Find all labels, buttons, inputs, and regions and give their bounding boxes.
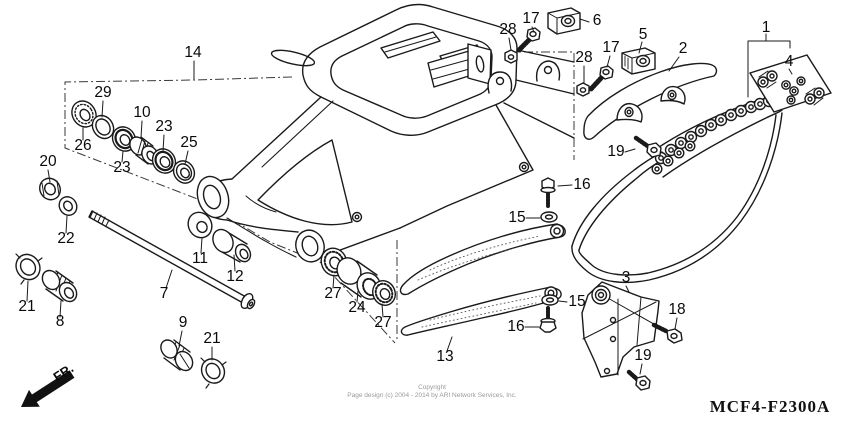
callout-21b[interactable]: 21 [203, 330, 220, 347]
seal-29 [91, 114, 115, 140]
callout-11[interactable]: 11 [192, 250, 208, 267]
washer-22 [58, 196, 78, 216]
callout-labels: 1 2 3 4 5 6 7 8 9 10 11 12 13 14 15 15 1… [18, 10, 793, 365]
copyright-line2: Page design (c) 2004 - 2014 by ARI Netwo… [347, 392, 517, 399]
nut-20 [39, 177, 61, 201]
callout-6[interactable]: 6 [593, 12, 602, 29]
callout-3[interactable]: 3 [622, 269, 631, 286]
bolt-19-lower [626, 369, 651, 391]
callout-19b[interactable]: 19 [634, 347, 651, 364]
callout-27a[interactable]: 27 [324, 285, 341, 302]
swingarm-body [196, 3, 575, 263]
bolt-16-upper [540, 177, 556, 208]
bearing-26 [71, 100, 97, 128]
adjuster-block-6 [547, 7, 581, 35]
bolt-19-upper [633, 135, 662, 158]
callout-14[interactable]: 14 [184, 44, 202, 61]
callout-12[interactable]: 12 [226, 268, 243, 285]
bracket-3 [581, 281, 669, 378]
chain-guide [583, 62, 718, 140]
callout-5[interactable]: 5 [639, 26, 648, 43]
callout-25[interactable]: 25 [180, 134, 197, 151]
seal-25 [172, 160, 196, 184]
master-link-kit [749, 54, 832, 113]
front-arrow-icon [21, 370, 75, 407]
needle-bearing-24 [336, 257, 382, 300]
washer-11 [187, 211, 213, 239]
adjuster-collar-8 [41, 269, 78, 303]
washer-15-upper [540, 211, 558, 223]
callout-4[interactable]: 4 [785, 53, 794, 70]
callout-18[interactable]: 18 [668, 301, 685, 318]
callout-24[interactable]: 24 [348, 299, 366, 316]
callout-8[interactable]: 8 [56, 313, 65, 330]
callout-27b[interactable]: 27 [374, 314, 391, 331]
callout-1[interactable]: 1 [762, 19, 771, 36]
lockwasher-21-right [200, 357, 227, 389]
washer-15-lower [541, 294, 559, 306]
callout-17a[interactable]: 17 [522, 10, 539, 27]
adjuster-block-5 [621, 47, 656, 75]
callout-23a[interactable]: 23 [113, 159, 130, 176]
callout-16a[interactable]: 16 [573, 176, 590, 193]
callout-7[interactable]: 7 [160, 285, 169, 302]
chain-slider [399, 223, 566, 336]
nut-28-left [504, 49, 518, 64]
bolt-16-lower [539, 306, 557, 333]
callout-15b[interactable]: 15 [568, 293, 585, 310]
collar-10 [129, 136, 159, 165]
callout-21a[interactable]: 21 [18, 298, 35, 315]
bolt-18 [651, 322, 683, 344]
copyright-line1: Copyright [418, 384, 446, 391]
callout-23b[interactable]: 23 [155, 118, 172, 135]
bolt-17-right [588, 65, 614, 92]
callout-15a[interactable]: 15 [508, 209, 525, 226]
pivot-bolt [88, 210, 256, 310]
callout-17b[interactable]: 17 [602, 39, 619, 56]
callout-20[interactable]: 20 [39, 153, 57, 170]
collar-12 [212, 228, 252, 263]
leader-lines [26, 18, 793, 375]
callout-19a[interactable]: 19 [607, 143, 624, 160]
callout-9[interactable]: 9 [179, 314, 188, 331]
bearing-23-right [151, 148, 177, 174]
chain-links [651, 94, 784, 175]
adjuster-collar-9 [160, 339, 194, 372]
callout-10[interactable]: 10 [133, 104, 151, 121]
callout-2[interactable]: 2 [679, 40, 688, 57]
lockwasher-21-left [15, 253, 43, 285]
bearing-27-right [372, 280, 396, 306]
callout-16b[interactable]: 16 [507, 318, 524, 335]
callout-28a[interactable]: 28 [499, 21, 516, 38]
front-direction-marker: FR. [21, 361, 76, 407]
diagram-code: MCF4-F2300A [710, 397, 831, 416]
nut-28-right [576, 82, 590, 97]
callout-13[interactable]: 13 [436, 348, 453, 365]
callout-28b[interactable]: 28 [575, 49, 592, 66]
callout-29[interactable]: 29 [94, 84, 111, 101]
callout-26[interactable]: 26 [74, 137, 91, 154]
callout-22[interactable]: 22 [57, 230, 74, 247]
bolt-17-left [516, 27, 541, 53]
